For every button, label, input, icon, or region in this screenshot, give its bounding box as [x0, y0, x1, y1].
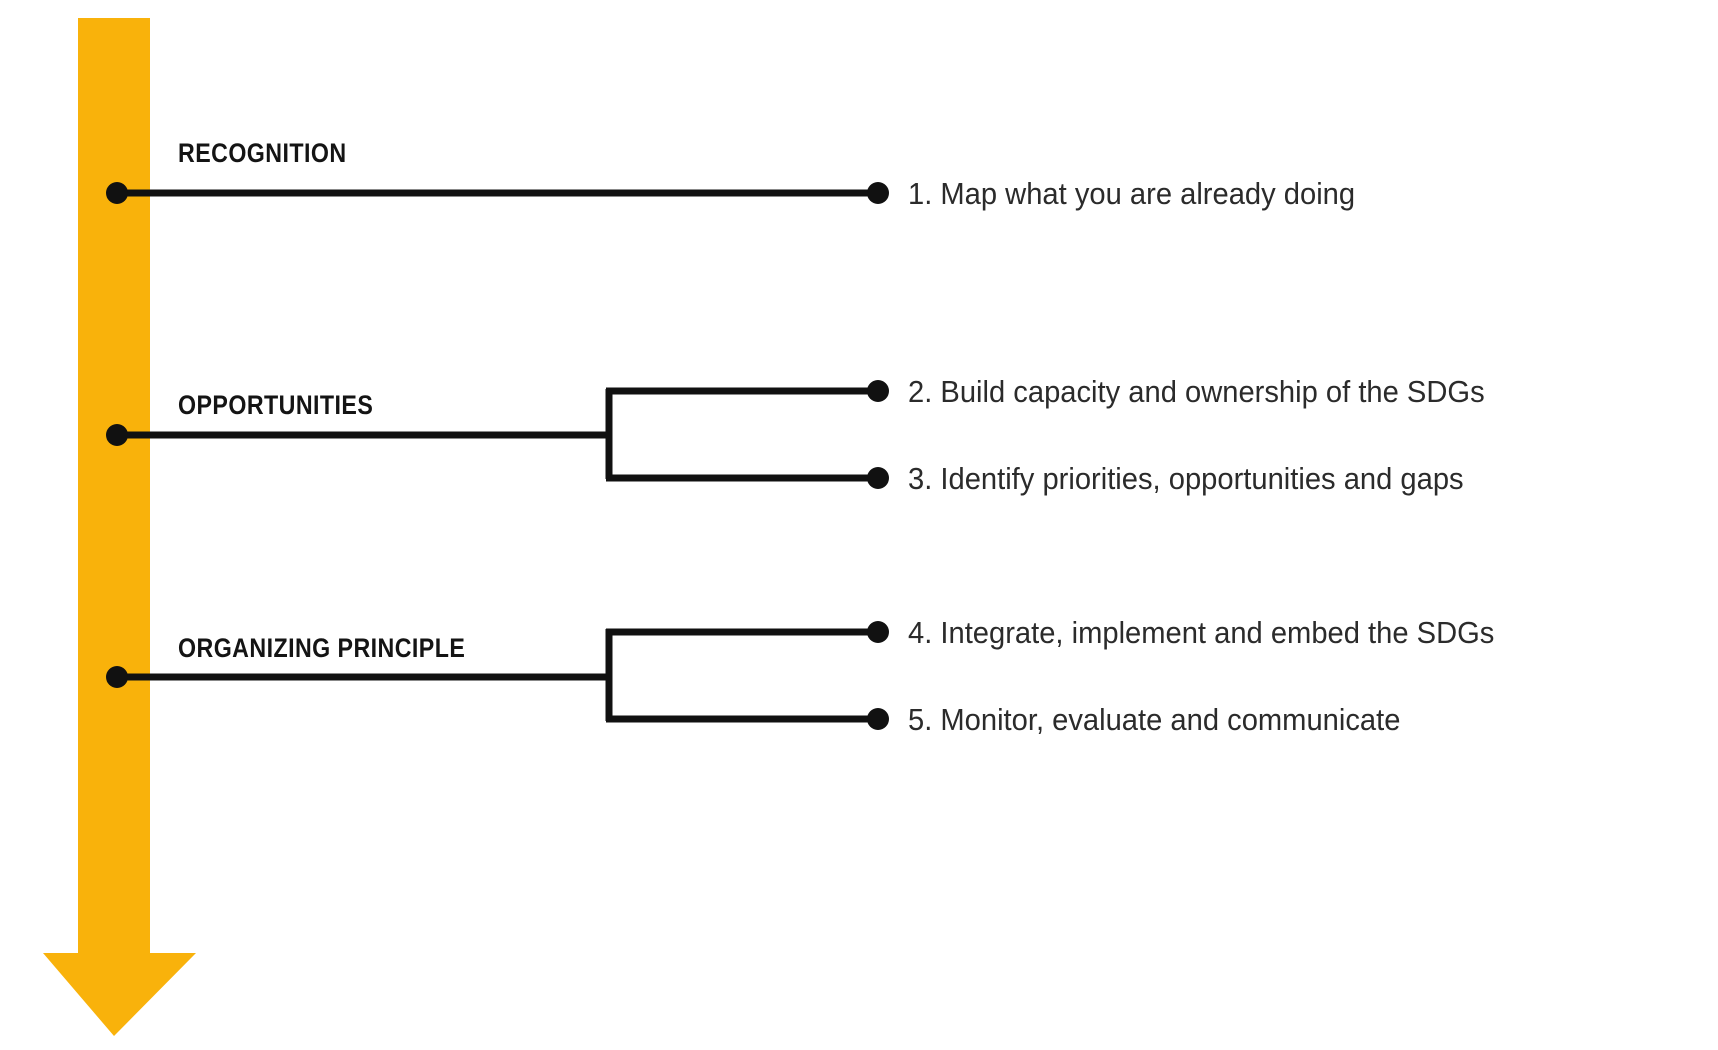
process-item-4: 4. Integrate, implement and embed the SD… — [908, 615, 1495, 650]
process-item-2: 2. Build capacity and ownership of the S… — [908, 374, 1485, 409]
stage-dot-1 — [106, 182, 128, 204]
process-item-3: 3. Identify priorities, opportunities an… — [908, 461, 1464, 496]
item-dot-2 — [867, 380, 889, 402]
stage-label-opportunities: OPPORTUNITIES — [178, 390, 374, 420]
process-item-5: 5. Monitor, evaluate and communicate — [908, 702, 1401, 737]
item-dot-3 — [867, 467, 889, 489]
process-item-1: 1. Map what you are already doing — [908, 176, 1356, 211]
stage-label-organizing-principle: ORGANIZING PRINCIPLE — [178, 633, 466, 663]
stage-dot-2 — [106, 424, 128, 446]
item-dot-1 — [867, 182, 889, 204]
stage-dot-3 — [106, 666, 128, 688]
item-dot-5 — [867, 708, 889, 730]
item-dot-4 — [867, 621, 889, 643]
downward-process-arrow-icon — [43, 18, 196, 1036]
stage-label-recognition: RECOGNITION — [178, 138, 347, 168]
